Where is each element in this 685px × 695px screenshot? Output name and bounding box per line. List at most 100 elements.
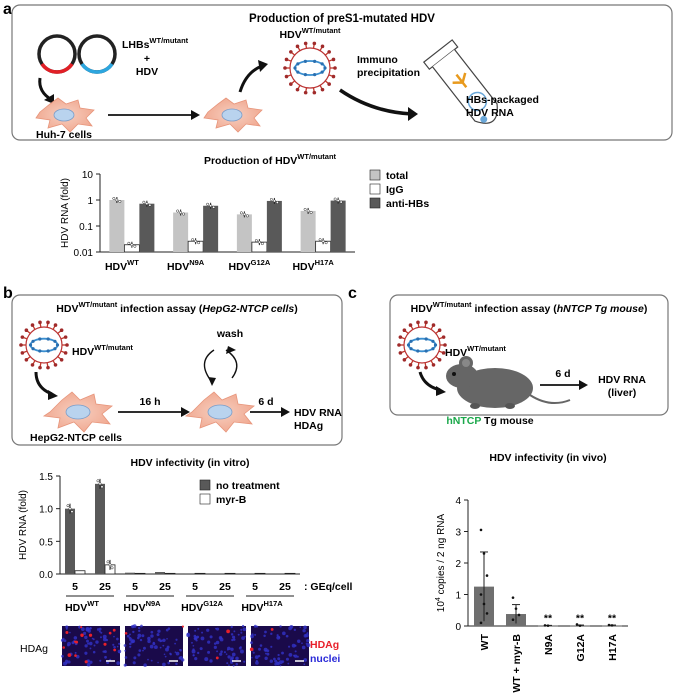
- legend-hdag: HDAg: [310, 639, 339, 651]
- data-point: [206, 202, 210, 206]
- data-point: [142, 200, 146, 204]
- legend-label: myr-B: [216, 494, 247, 506]
- data-point: [96, 479, 100, 483]
- panel-a-diagram: Production of preS1-mutated HDV LHBsWT/m…: [11, 4, 673, 141]
- data-point: [191, 238, 195, 242]
- readout-liver: (liver): [608, 387, 637, 399]
- data-point: [269, 197, 273, 201]
- virion-label-a: HDVWT/mutant: [280, 26, 341, 41]
- x-dose-label: 5: [132, 581, 138, 593]
- data-point: [176, 209, 180, 213]
- bar: [330, 200, 346, 252]
- y-tick-label: 1: [87, 196, 93, 207]
- readout-hdv-rna: HDV RNA: [294, 407, 342, 419]
- data-point: [479, 621, 483, 625]
- x-tick-label: WT: [479, 633, 491, 650]
- bar: [203, 205, 219, 252]
- readout-hdv-rna-c: HDV RNA: [598, 374, 646, 386]
- x-dose-label: 25: [279, 581, 291, 593]
- data-point: [182, 212, 186, 216]
- bar: [275, 573, 285, 574]
- hepg2-cells-label: HepG2-NTCP cells: [30, 432, 122, 444]
- y-axis-label: 104 copies / 2 ng RNA: [435, 513, 447, 612]
- data-point: [272, 199, 276, 203]
- x-tick-label: G12A: [575, 634, 587, 662]
- data-point: [239, 211, 243, 215]
- readout-hdag: HDAg: [294, 420, 323, 432]
- y-tick-label: 0.5: [39, 537, 53, 548]
- panel-letter-a: a: [3, 1, 12, 18]
- data-point: [145, 202, 149, 206]
- curved-arrow-icon: [339, 88, 413, 116]
- data-point: [306, 209, 310, 213]
- x-tick-label: HDVG12A: [228, 258, 270, 273]
- data-point: [607, 623, 611, 627]
- y-tick-label: 1.5: [39, 472, 53, 483]
- data-point: [321, 239, 325, 243]
- hdv-label: HDV: [136, 66, 158, 78]
- bar: [215, 573, 225, 574]
- x-dose-label: 5: [72, 581, 78, 593]
- data-point: [115, 198, 119, 202]
- y-axis-label: HDV RNA (fold): [60, 178, 71, 248]
- data-point: [336, 199, 340, 203]
- x-dose-label: 25: [99, 581, 111, 593]
- x-dose-label: 25: [219, 581, 231, 593]
- x-tick-label: HDVH17A: [292, 258, 334, 273]
- legend-swatch: [199, 493, 211, 505]
- x-tick-label: H17A: [607, 634, 619, 661]
- bar: [109, 200, 125, 252]
- group-label: HDVH17A: [241, 599, 283, 614]
- legend-swatch: [369, 169, 381, 181]
- plus-label: +: [144, 53, 150, 65]
- legend-label: anti-HBs: [386, 198, 429, 210]
- bar: [236, 214, 252, 252]
- bar: [224, 572, 236, 575]
- data-point: [575, 623, 579, 626]
- data-point: [511, 596, 515, 599]
- data-point: [578, 624, 582, 627]
- time-16h: 16 h: [139, 396, 160, 408]
- group-label: HDVN9A: [123, 599, 161, 614]
- group-label: HDVG12A: [181, 599, 223, 614]
- data-point: [479, 593, 483, 596]
- data-point: [127, 241, 131, 245]
- data-point: [517, 613, 521, 617]
- y-tick-label: 1.0: [39, 505, 53, 516]
- data-point: [610, 624, 614, 627]
- data-point: [194, 239, 198, 243]
- hepg2-cell-icon: [42, 391, 113, 433]
- data-point: [112, 197, 116, 200]
- data-point: [100, 485, 104, 489]
- data-point: [482, 602, 486, 606]
- data-point: [242, 212, 246, 216]
- data-point: [546, 624, 550, 627]
- data-point: [339, 200, 343, 204]
- significance-mark: **: [576, 612, 585, 624]
- data-point: [303, 207, 307, 211]
- data-point: [68, 507, 72, 511]
- x-unit-label: : GEq/cell: [304, 581, 353, 593]
- virion-label-c: HDVWT/mutant: [445, 344, 506, 359]
- legend-swatch: [199, 479, 211, 491]
- data-point: [543, 624, 547, 627]
- chart-b: HDV infectivity (in vitro)1.51.00.50.0HD…: [18, 457, 353, 614]
- legend-nuclei: nuclei: [310, 653, 340, 665]
- chart-a: Production of HDVWT/mutant1010.10.01HDV …: [60, 152, 429, 273]
- data-point: [482, 552, 486, 555]
- data-point: [485, 574, 489, 577]
- y-tick-label: 3: [455, 528, 461, 539]
- data-point: [98, 482, 102, 486]
- x-dose-label: 25: [159, 581, 171, 593]
- legend-swatch: [369, 183, 381, 195]
- data-point: [245, 214, 249, 218]
- microscopy-image: [249, 624, 311, 667]
- huh7-cell-icon: [35, 97, 95, 133]
- virion-label-b: HDVWT/mutant: [72, 343, 133, 358]
- chart-b-title: HDV infectivity (in vitro): [130, 457, 249, 469]
- data-point: [118, 200, 122, 203]
- huh7-cells-label: Huh-7 cells: [36, 129, 92, 141]
- panel-c-diagram: HDVWT/mutant infection assay (hNTCP Tg m…: [389, 294, 669, 427]
